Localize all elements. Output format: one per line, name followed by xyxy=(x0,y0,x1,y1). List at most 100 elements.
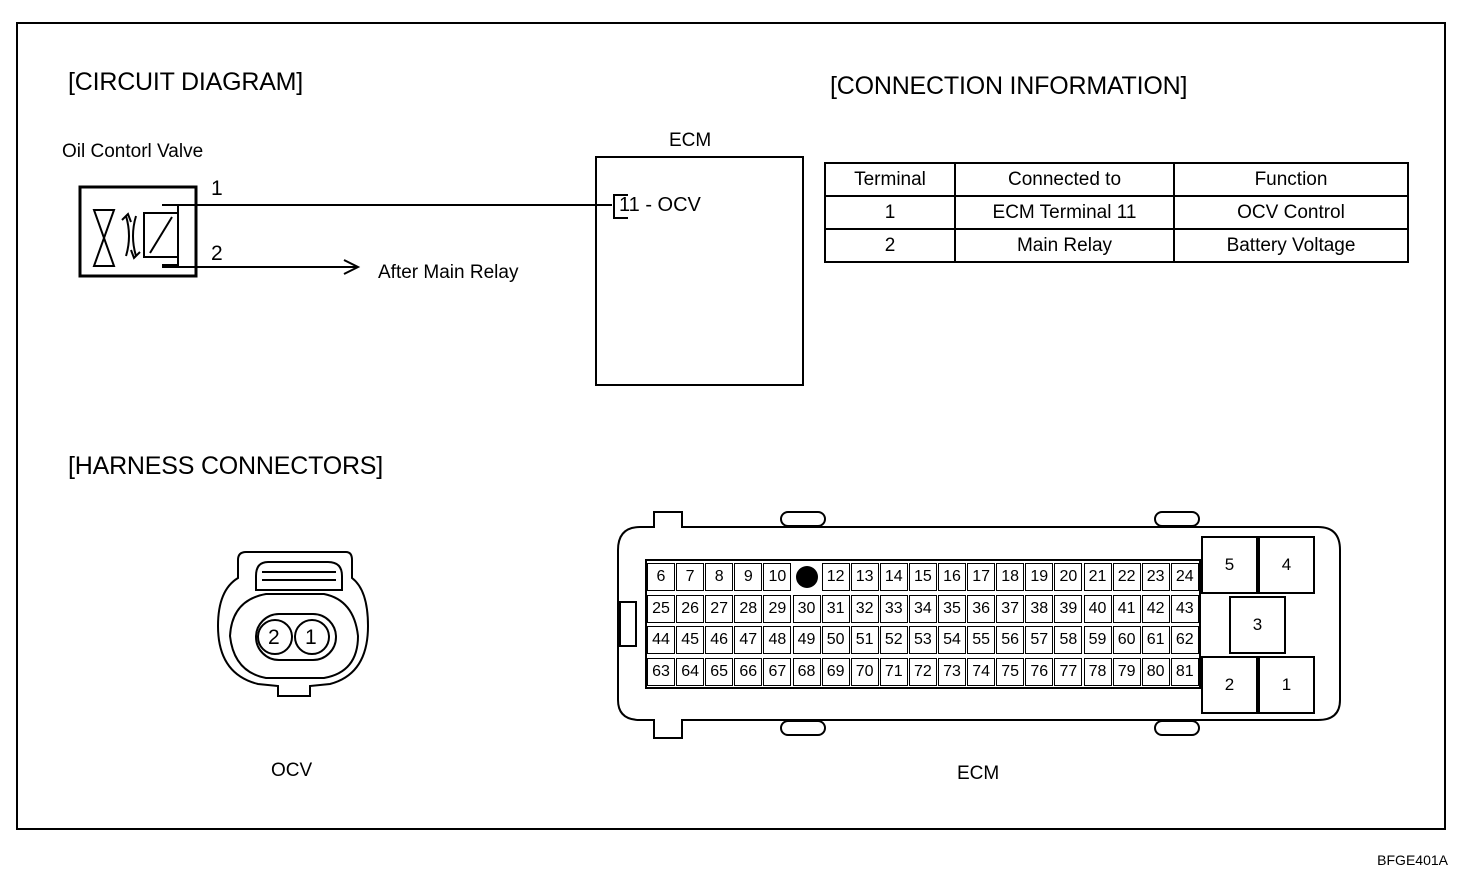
ecm-pin-64: 64 xyxy=(676,657,705,686)
ecm-pin-17: 17 xyxy=(967,563,996,591)
after-main-relay-label: After Main Relay xyxy=(378,262,519,283)
ecm-pin-15: 15 xyxy=(908,563,937,591)
terminal-2-label: 2 xyxy=(211,242,223,265)
harness-connectors-heading: [HARNESS CONNECTORS] xyxy=(68,452,384,480)
connection-information-heading: [CONNECTION INFORMATION] xyxy=(830,72,1188,100)
ecm-pin-40: 40 xyxy=(1083,594,1112,623)
ecm-pin-18: 18 xyxy=(996,563,1025,591)
table-row: 1 ECM Terminal 11 OCV Control xyxy=(824,195,1409,230)
ecm-pin-29: 29 xyxy=(763,594,792,623)
ecm-pin-71: 71 xyxy=(879,657,908,686)
arrow-icon xyxy=(343,259,361,275)
cell-function: OCV Control xyxy=(1173,195,1409,230)
ecm-pin-30: 30 xyxy=(792,594,821,623)
cell-function: Battery Voltage xyxy=(1173,228,1409,263)
ecm-pin-75: 75 xyxy=(996,657,1025,686)
ocv-connector xyxy=(216,551,370,697)
header-connected-to: Connected to xyxy=(954,162,1175,197)
ecm-pin-47: 47 xyxy=(734,626,763,654)
ecm-pin-36: 36 xyxy=(967,594,996,623)
ecm-pin-70: 70 xyxy=(850,657,879,686)
ecm-pin-11-marker xyxy=(795,566,818,588)
ecm-pin-45: 45 xyxy=(676,626,705,654)
ecm-pin-67: 67 xyxy=(763,657,792,686)
ecm-box-label: ECM xyxy=(669,130,712,151)
ecm-pin-22: 22 xyxy=(1112,563,1141,591)
ecm-pin-56: 56 xyxy=(996,626,1025,654)
ecm-pin-62: 62 xyxy=(1170,626,1199,654)
ecm-power-pin-5: 5 xyxy=(1201,536,1258,594)
ecm-connector-housing xyxy=(617,511,1341,739)
ecm-pin-7: 7 xyxy=(676,563,705,591)
ecm-pin-41: 41 xyxy=(1112,594,1141,623)
ecm-pin-bracket xyxy=(613,194,628,219)
ecm-pin-72: 72 xyxy=(908,657,937,686)
ecm-box xyxy=(595,156,804,386)
ecm-pin-58: 58 xyxy=(1054,626,1083,654)
ecm-pin-25: 25 xyxy=(647,594,675,623)
connection-table: Terminal Connected to Function 1 ECM Ter… xyxy=(824,162,1409,263)
ecm-pin-35: 35 xyxy=(938,594,966,623)
figure-code: BFGE401A xyxy=(1377,852,1448,868)
ecm-pin-20: 20 xyxy=(1054,563,1083,591)
ecm-pin-10: 10 xyxy=(763,563,792,591)
diagram-frame xyxy=(16,22,1446,830)
ecm-pin-54: 54 xyxy=(938,626,966,654)
ecm-pin-51: 51 xyxy=(850,626,879,654)
ecm-pin-59: 59 xyxy=(1083,626,1112,654)
ecm-power-pin-2: 2 xyxy=(1201,656,1258,714)
ecm-pin-39: 39 xyxy=(1054,594,1083,623)
ecm-pin-80: 80 xyxy=(1141,657,1170,686)
ecm-pin-12: 12 xyxy=(821,563,850,591)
ecm-power-pin-3: 3 xyxy=(1229,596,1286,654)
ecm-pin-60: 60 xyxy=(1112,626,1141,654)
ecm-pin-74: 74 xyxy=(967,657,996,686)
ecm-pin-68: 68 xyxy=(792,657,821,686)
ecm-pin-label: 11 - OCV xyxy=(619,194,701,216)
ecm-pin-50: 50 xyxy=(821,626,850,654)
ecm-pin-81: 81 xyxy=(1170,657,1199,686)
ecm-pin-79: 79 xyxy=(1112,657,1141,686)
ecm-pin-26: 26 xyxy=(676,594,705,623)
ecm-power-pin-1: 1 xyxy=(1258,656,1315,714)
ecm-pin-63: 63 xyxy=(647,657,675,686)
ecm-pin-31: 31 xyxy=(821,594,850,623)
ecm-pin-27: 27 xyxy=(705,594,734,623)
ecm-connector-label: ECM xyxy=(957,763,1000,784)
ecm-pin-23: 23 xyxy=(1141,563,1170,591)
ecm-pin-19: 19 xyxy=(1025,563,1054,591)
ecm-pin-13: 13 xyxy=(850,563,879,591)
ecm-pin-52: 52 xyxy=(879,626,908,654)
ecm-pin-37: 37 xyxy=(996,594,1025,623)
ecm-pin-57: 57 xyxy=(1025,626,1054,654)
valve-box xyxy=(78,185,198,278)
ecm-pin-6: 6 xyxy=(647,563,675,591)
ecm-pin-48: 48 xyxy=(763,626,792,654)
ecm-pin-21: 21 xyxy=(1083,563,1112,591)
ecm-pin-65: 65 xyxy=(705,657,734,686)
cell-connected-to: ECM Terminal 11 xyxy=(954,195,1175,230)
terminal-1-label: 1 xyxy=(211,177,223,200)
ecm-pin-76: 76 xyxy=(1025,657,1054,686)
ocv-connector-label: OCV xyxy=(271,760,313,781)
header-function: Function xyxy=(1173,162,1409,197)
ocv-pin-1: 1 xyxy=(305,626,317,649)
ecm-pin-46: 46 xyxy=(705,626,734,654)
cell-terminal: 1 xyxy=(824,195,956,230)
ocv-pin-2: 2 xyxy=(268,626,280,649)
header-terminal: Terminal xyxy=(824,162,956,197)
ecm-pin-16: 16 xyxy=(938,563,966,591)
ecm-pin-55: 55 xyxy=(967,626,996,654)
ecm-pin-43: 43 xyxy=(1170,594,1199,623)
oil-control-valve-label: Oil Contorl Valve xyxy=(62,141,204,162)
ecm-pin-34: 34 xyxy=(908,594,937,623)
ecm-pin-14: 14 xyxy=(879,563,908,591)
table-header-row: Terminal Connected to Function xyxy=(824,162,1409,197)
ecm-pin-24: 24 xyxy=(1170,563,1199,591)
ecm-power-pin-4: 4 xyxy=(1258,536,1315,594)
ecm-pin-49: 49 xyxy=(792,626,821,654)
valve-symbol xyxy=(92,204,179,267)
ecm-pin-78: 78 xyxy=(1083,657,1112,686)
ecm-pin-77: 77 xyxy=(1054,657,1083,686)
